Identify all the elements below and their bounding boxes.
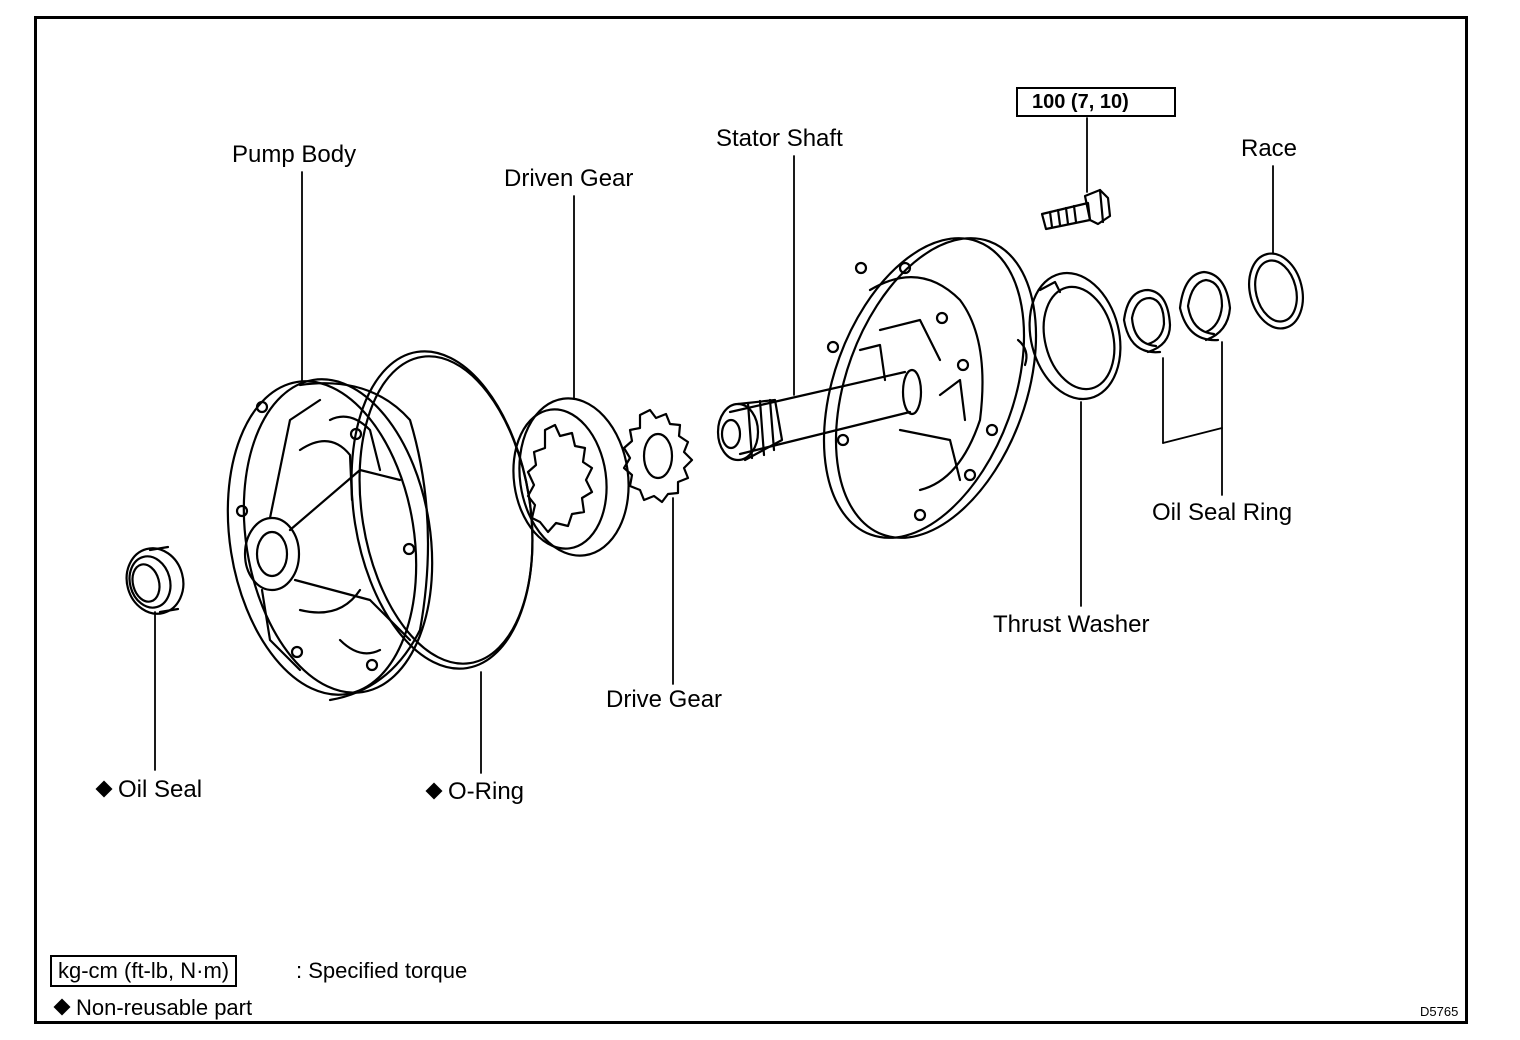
label-oil-seal: Oil Seal (95, 776, 203, 804)
bolt-part (1040, 188, 1112, 231)
label-oil-seal-ring: Oil Seal Ring (1152, 499, 1293, 526)
label-race: Race (1241, 135, 1298, 162)
legend-non-reusable-text: Non-reusable part (76, 995, 253, 1020)
drive-gear-part (622, 408, 694, 504)
stator-shaft-part (716, 237, 1038, 539)
label-o-ring-text: O-Ring (448, 778, 525, 805)
oil-seal-ring-parts (1122, 270, 1232, 354)
torque-spec-box: 100 (7, 10) (1016, 87, 1176, 117)
thrust-washer-part (1028, 271, 1122, 401)
driven-gear-part (512, 397, 630, 557)
drawing-code: D5765 (1420, 1004, 1459, 1019)
diamond-icon (95, 780, 113, 798)
legend-torque-unit-box: kg-cm (ft-lb, N·m) (50, 955, 238, 987)
label-stator-shaft: Stator Shaft (716, 125, 843, 152)
label-driven-gear: Driven Gear (504, 165, 634, 192)
legend-torque-description: : Specified torque (296, 958, 468, 983)
label-oil-seal-text: Oil Seal (118, 776, 203, 803)
oil-seal-part (125, 545, 185, 615)
race-part (1248, 252, 1304, 330)
pump-body-part (226, 378, 434, 702)
label-pump-body: Pump Body (232, 141, 357, 168)
label-drive-gear: Drive Gear (606, 686, 723, 713)
diamond-icon (425, 782, 443, 800)
diagram-frame (34, 16, 1468, 1024)
label-thrust-washer: Thrust Washer (993, 611, 1150, 638)
leader-lines (154, 117, 1274, 774)
legend-non-reusable: Non-reusable part (53, 994, 253, 1022)
label-o-ring: O-Ring (425, 778, 525, 806)
diamond-icon (53, 998, 71, 1016)
